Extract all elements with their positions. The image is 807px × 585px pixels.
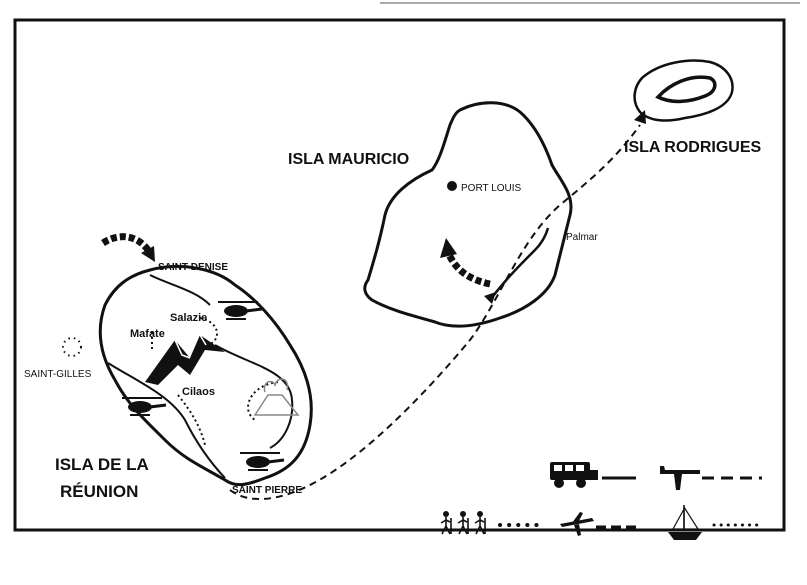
volcano-icon <box>253 378 300 416</box>
rodrigues-coastline <box>633 59 734 122</box>
map-frame <box>13 18 786 532</box>
sailboat-icon <box>668 504 702 540</box>
dotted-circle-icon <box>62 337 82 357</box>
label-saint-gilles: SAINT-GILLES <box>24 369 92 380</box>
flight-route <box>229 124 641 501</box>
mauricio-name: ISLA MAURICIO <box>288 151 409 168</box>
label-salazie: Salazie <box>170 312 207 324</box>
arrival-arrowhead <box>141 246 155 262</box>
mauricio-island: PORT LOUIS Palmar ISLA MAURICIO <box>288 101 598 328</box>
mauricio-arrowhead <box>440 238 457 258</box>
legend <box>440 462 762 540</box>
reunion-coastline <box>98 265 313 487</box>
reunion-road-north <box>149 274 211 306</box>
mountain-icon <box>145 334 225 385</box>
label-cilaos: Cilaos <box>182 386 215 398</box>
plane-icon <box>660 466 700 490</box>
route-arrowhead <box>484 292 496 304</box>
rodrigues-road <box>655 75 717 104</box>
reunion-name-line2: RÉUNION <box>60 482 138 501</box>
rodrigues-island: ISLA RODRIGUES <box>624 59 762 156</box>
label-saint-pierre: SAINT PIERRE <box>232 485 302 496</box>
rodrigues-name: ISLA RODRIGUES <box>624 139 762 156</box>
label-palmar: Palmar <box>566 232 598 243</box>
mauricio-circuit-arrow <box>444 250 491 288</box>
mauricio-coastline <box>363 101 573 328</box>
hikers-icon <box>440 511 486 535</box>
helicopter-icon <box>122 397 167 416</box>
arrival-arrow <box>101 233 151 253</box>
label-port-louis: PORT LOUIS <box>461 183 522 194</box>
jeep-icon <box>550 462 598 488</box>
reunion-island: SAINT DENISE Salazie Mafate Cilaos SAINT… <box>24 233 313 501</box>
helicopter-icon <box>240 452 285 471</box>
label-mafate: Mafate <box>130 328 165 340</box>
label-saint-denise: SAINT DENISE <box>158 262 228 273</box>
reunion-name-line1: ISLA DE LA <box>55 455 149 474</box>
small-plane-icon <box>560 512 594 536</box>
helicopter-icon <box>218 301 263 320</box>
rodrigues-pointer <box>634 110 646 124</box>
reunion-road-east <box>214 344 294 449</box>
reunion-road-west <box>107 362 226 479</box>
capital-dot-icon <box>447 181 457 191</box>
